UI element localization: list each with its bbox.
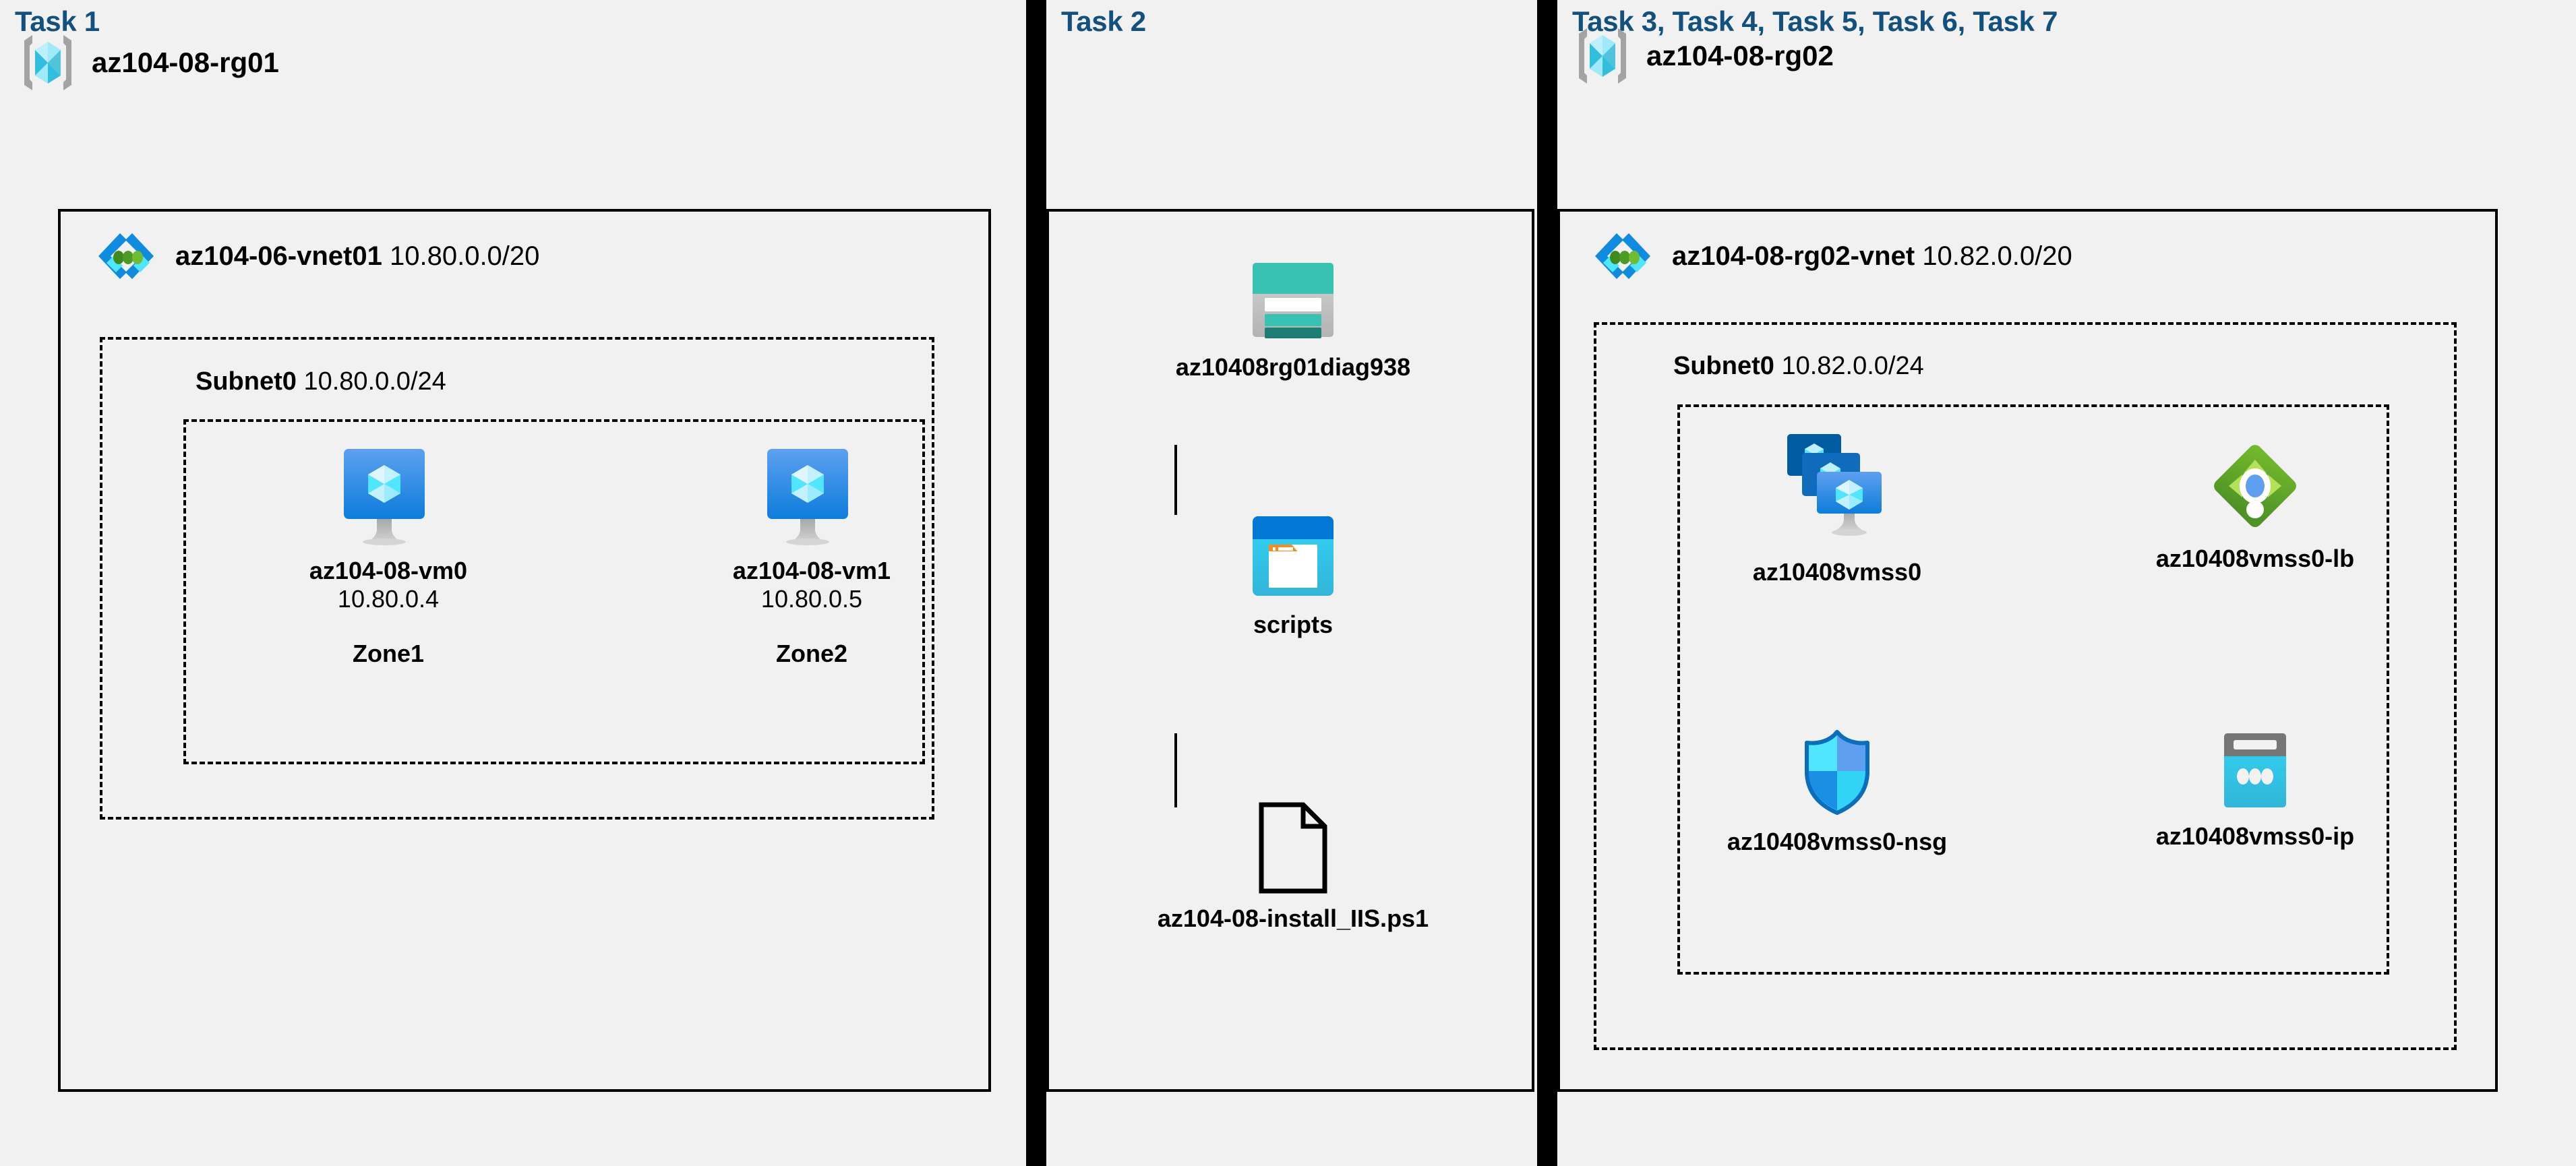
node-nsg[interactable]: az10408vmss0-nsg [1726,728,1948,856]
virtual-machine-icon [340,446,437,546]
connector-scripts-to-file [1174,733,1177,807]
resource-group-icon [1576,26,1629,86]
resource-group-name: az104-08-rg02 [1646,40,1834,71]
resource-group-header-rg01: az104-08-rg01 [22,32,279,93]
node-blob-container[interactable]: scripts [1172,514,1414,639]
vm-scale-set-icon [1783,430,1891,547]
subnet-name: Subnet0 [1673,352,1774,380]
panel-task-1: Task 1 az104-08-rg01 [0,0,1026,1166]
vnet-label: az104-06-vnet01 10.80.0.0/20 [175,241,539,272]
public-ip-address-icon [2217,729,2293,811]
vnet-header-task3: az104-08-rg02-vnet 10.82.0.0/20 [1592,231,2072,282]
blob-container-icon [1249,514,1338,600]
node-public-ip[interactable]: az10408vmss0-ip [2124,729,2387,851]
storage-account-icon [1247,260,1339,342]
vnet-label: az104-08-rg02-vnet 10.82.0.0/20 [1672,241,2072,272]
node-label: az10408vmss0 [1752,558,1922,586]
panel-separator-2 [1537,0,1557,1166]
node-label: scripts [1253,611,1334,638]
subnet-cidr: 10.80.0.0/24 [303,367,446,396]
panel-separator-1 [1026,0,1046,1166]
task2-content-box [1046,209,1534,1092]
node-vm0[interactable]: az104-08-vm0 10.80.0.4 Zone1 [267,446,510,668]
resource-group-icon [22,32,74,93]
subnet-cidr: 10.82.0.0/24 [1781,352,1924,380]
node-label: az10408rg01diag938 [1175,353,1411,381]
virtual-machine-icon [763,446,860,546]
load-balancer-icon [2209,438,2302,534]
vnet-name: az104-06-vnet01 [175,241,382,271]
vnet-name: az104-08-rg02-vnet [1672,241,1915,271]
node-ip: 10.80.0.4 [337,585,440,613]
resource-group-header-rg02: az104-08-rg02 [1576,26,1834,86]
panel-title-task-3-7: Task 3, Task 4, Task 5, Task 6, Task 7 [1572,5,2058,37]
subnet-name: Subnet0 [196,367,297,396]
node-zone: Zone2 [775,639,847,667]
node-storage-account[interactable]: az10408rg01diag938 [1172,260,1414,381]
node-vm1[interactable]: az104-08-vm1 10.80.0.5 Zone2 [690,446,933,668]
node-label: az104-08-vm1 [732,557,891,584]
node-ip: 10.80.0.5 [760,585,863,613]
panel-title-task-2: Task 2 [1061,5,1146,37]
vnet-cidr: 10.82.0.0/20 [1922,241,2072,271]
subnet-label-task1: Subnet0 10.80.0.0/24 [196,367,446,396]
node-zone: Zone1 [352,639,424,667]
vnet-header-task1: az104-06-vnet01 10.80.0.0/20 [96,231,539,282]
panel-task-2: Task 2 az10408rg [1046,0,1537,1166]
panel-title-task-1: Task 1 [15,5,100,37]
node-label: az10408vmss0-lb [2155,545,2355,572]
resource-group-name: az104-08-rg01 [92,47,279,78]
vnet-cidr: 10.80.0.0/20 [389,241,540,271]
file-icon [1257,802,1329,894]
node-script-file[interactable]: az104-08-install_IIS.ps1 [1158,802,1429,933]
virtual-network-icon [1592,231,1657,282]
connector-storage-to-scripts [1174,445,1177,515]
panel-task-3-7: Task 3, Task 4, Task 5, Task 6, Task 7 a… [1557,0,2576,1166]
virtual-network-icon [96,231,160,282]
node-vmss[interactable]: az10408vmss0 [1726,430,1948,586]
subnet-label-task3: Subnet0 10.82.0.0/24 [1673,352,1924,381]
node-label: az10408vmss0-ip [2155,822,2355,850]
node-label: az104-08-install_IIS.ps1 [1157,904,1429,932]
node-label: az10408vmss0-nsg [1727,828,1948,855]
node-label: az104-08-vm0 [309,557,468,584]
node-load-balancer[interactable]: az10408vmss0-lb [2124,438,2387,573]
network-security-group-icon [1800,728,1874,817]
